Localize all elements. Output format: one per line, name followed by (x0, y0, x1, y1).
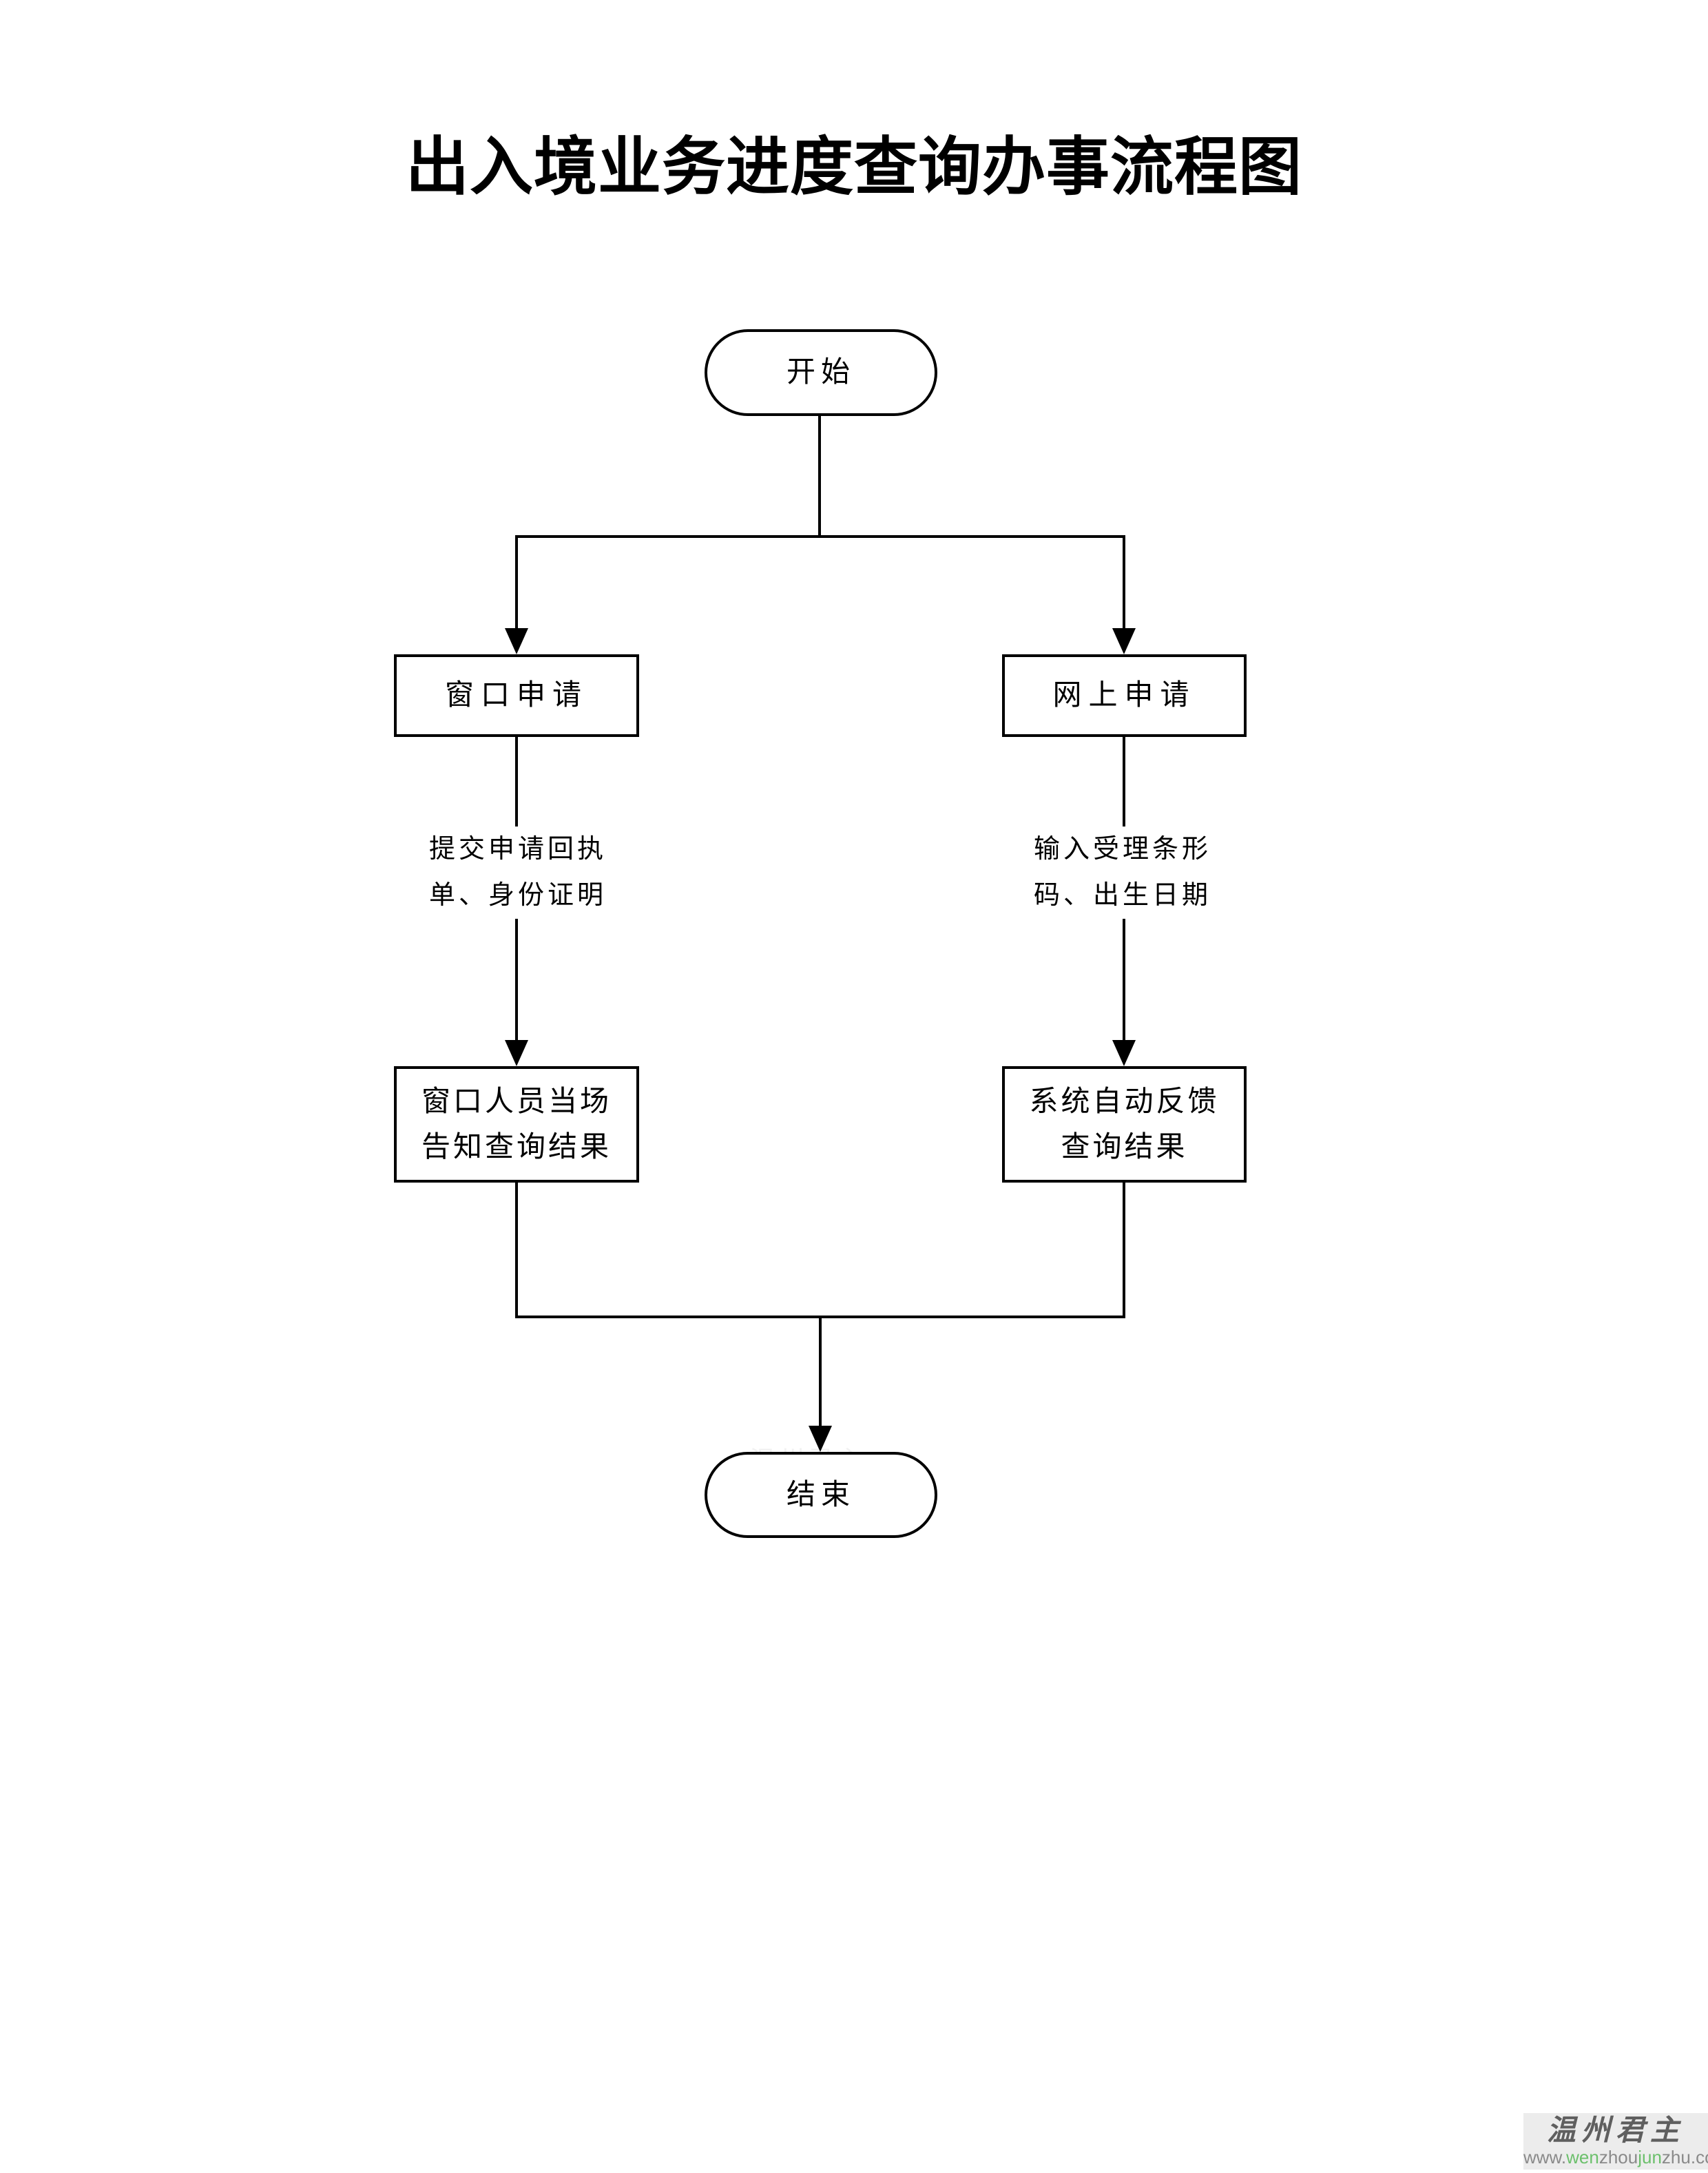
arrowhead-window-apply-icon (505, 628, 528, 654)
node-system-result-line1: 系统自动反馈 (1029, 1085, 1220, 1118)
arrowhead-end-icon (809, 1426, 832, 1452)
watermark-logo-text: 温州君主 (1546, 2115, 1685, 2147)
edge-branch-horizontal (515, 535, 1125, 538)
node-end-label: 结束 (786, 1479, 855, 1511)
node-system-result-line2: 查询结果 (1061, 1131, 1188, 1163)
edge-to-online-apply (1123, 535, 1125, 632)
node-system-result: 系统自动反馈 查询结果 (1002, 1066, 1247, 1183)
node-end: 结束 (705, 1452, 937, 1538)
edge-end-stem (819, 1316, 822, 1429)
edge-system-result-down (1123, 1183, 1125, 1318)
node-start: 开始 (705, 329, 937, 416)
watermark-url: www.wenzhoujunzhu.com (1523, 2147, 1708, 2167)
arrowhead-online-apply-icon (1112, 628, 1136, 654)
edge-label-line: 码、出生日期 (1033, 881, 1211, 910)
edge-window-result-down (515, 1183, 518, 1318)
edge-label-online-input: 输入受理条形 码、出生日期 (1019, 826, 1226, 919)
page-title: 出入境业务进度查询办事流程图 (405, 132, 1302, 202)
watermark-url-segment: zhu.com (1661, 2147, 1708, 2167)
node-window-apply: 窗口申请 (394, 654, 639, 737)
edge-label-line: 输入受理条形 (1033, 835, 1211, 864)
watermark-url-segment: wen (1566, 2147, 1599, 2167)
node-online-apply: 网上申请 (1002, 654, 1247, 737)
watermark-url-segment: zhou (1598, 2147, 1638, 2167)
edge-label-line: 提交申请回执 (428, 835, 607, 864)
site-watermark: 温州君主 www.wenzhoujunzhu.com (1523, 2113, 1708, 2170)
node-window-result-line2: 告知查询结果 (421, 1131, 612, 1163)
arrowhead-window-result-icon (505, 1040, 528, 1066)
node-start-label: 开始 (786, 357, 855, 388)
node-window-result-line1: 窗口人员当场 (421, 1085, 612, 1118)
edge-label-window-submit: 提交申请回执 单、身份证明 (415, 826, 621, 919)
arrowhead-system-result-icon (1112, 1040, 1136, 1066)
edge-start-stem (818, 415, 821, 537)
edge-to-window-apply (515, 535, 518, 632)
edge-label-line: 单、身份证明 (428, 881, 607, 910)
watermark-url-segment: jun (1638, 2147, 1662, 2167)
watermark-url-segment: www. (1523, 2147, 1567, 2167)
node-window-apply-label: 窗口申请 (444, 680, 588, 711)
node-online-apply-label: 网上申请 (1052, 680, 1196, 711)
node-window-result: 窗口人员当场 告知查询结果 (394, 1066, 639, 1183)
